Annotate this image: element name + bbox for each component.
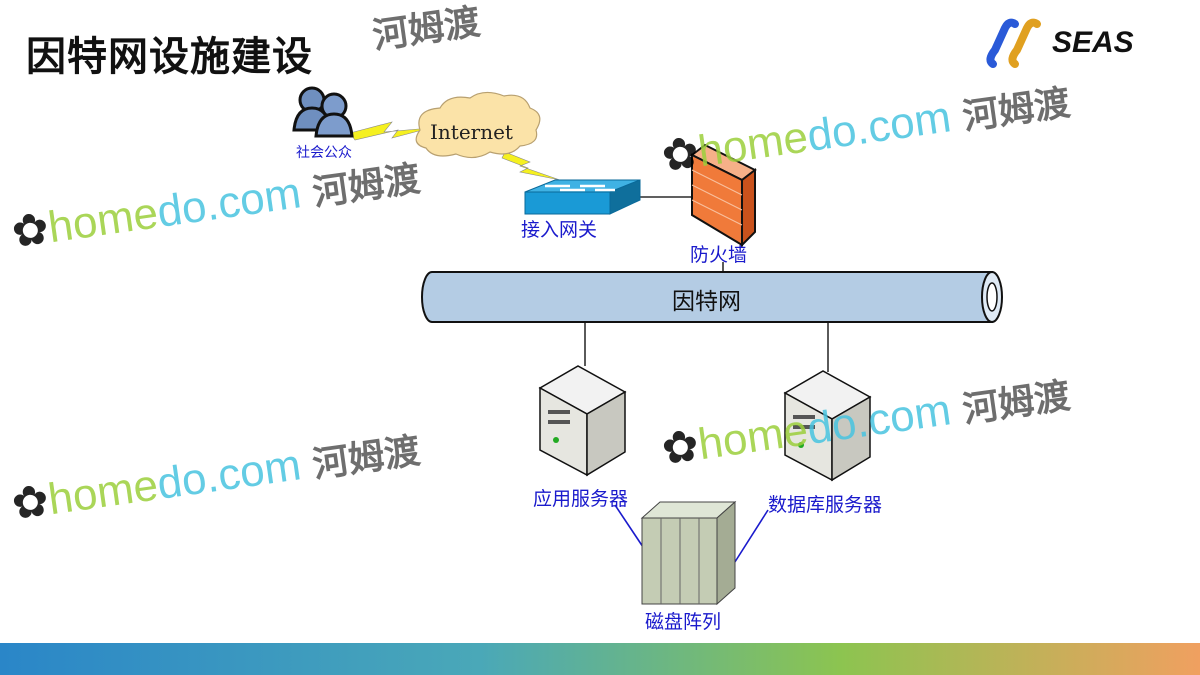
- lightning-icon: [501, 151, 561, 181]
- seas-logo-text: SEAS: [1052, 26, 1134, 59]
- lightning-icon: [349, 121, 431, 141]
- app-server-icon: [538, 365, 627, 477]
- users-icon: [292, 86, 354, 138]
- backbone-pipe: [421, 271, 1003, 323]
- node-label-internet: Internet: [430, 120, 513, 144]
- node-label-public: 社会公众: [296, 145, 352, 161]
- disk-array-icon: [640, 500, 737, 606]
- cloud-icon: [415, 91, 541, 159]
- firewall-icon: [690, 143, 757, 248]
- link-app-disk: [614, 504, 646, 551]
- node-label-gateway: 接入网关: [521, 219, 598, 241]
- node-label-firewall: 防火墙: [690, 244, 748, 266]
- switch-icon: [524, 179, 641, 215]
- footer-gradient-bar: [0, 643, 1200, 675]
- link-db-disk: [732, 509, 769, 566]
- seas-logo-icon: [986, 18, 1041, 68]
- node-label-app-server: 应用服务器: [533, 488, 629, 510]
- node-label-db-server: 数据库服务器: [768, 494, 883, 516]
- page-title: 因特网设施建设: [26, 34, 313, 80]
- node-label-backbone: 因特网: [672, 289, 741, 315]
- db-server-icon: [783, 370, 872, 482]
- node-label-disk-array: 磁盘阵列: [645, 611, 722, 633]
